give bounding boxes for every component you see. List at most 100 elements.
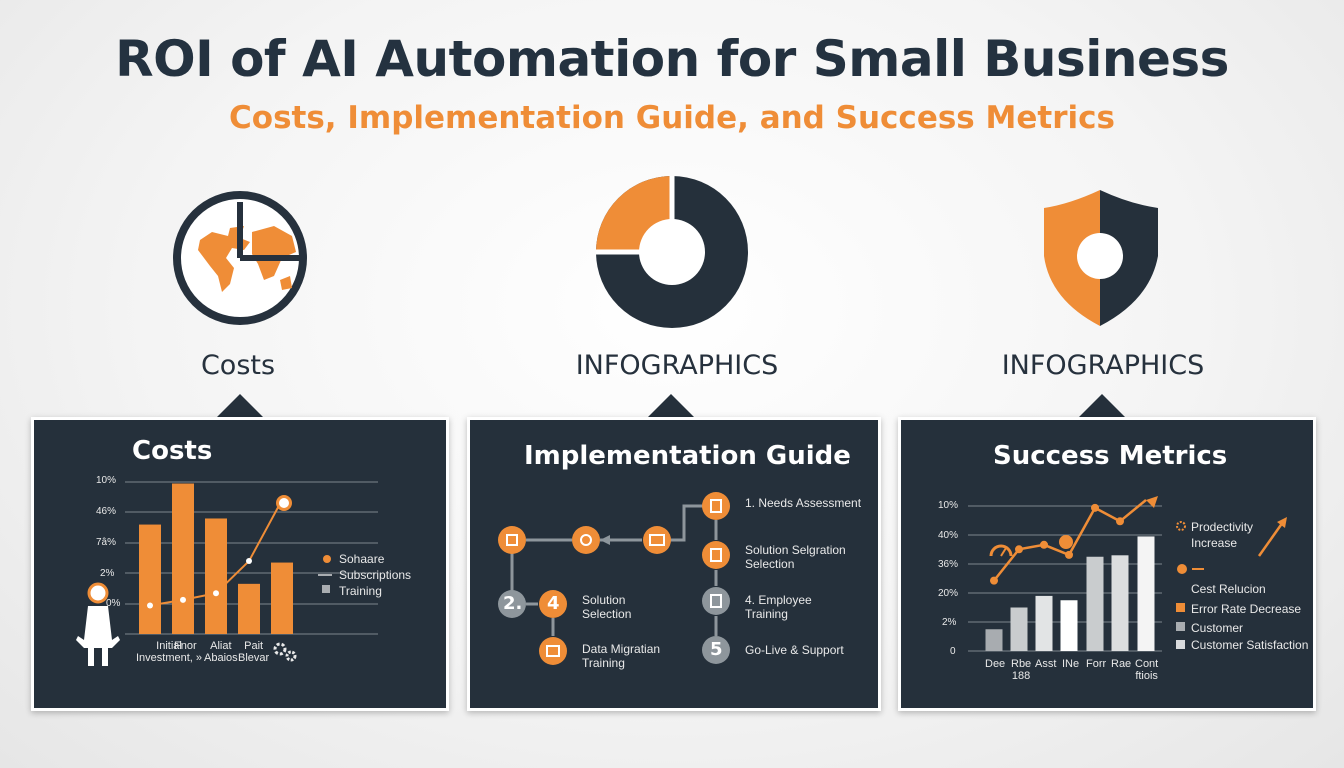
clock-badge-icon [276, 495, 292, 511]
y-tick: 2% [942, 617, 957, 628]
costs-panel-title: Costs [132, 436, 213, 466]
implementation-flow [498, 492, 730, 665]
bar [1060, 600, 1078, 651]
trend-point [1040, 540, 1048, 549]
legend-marker-gear [1176, 521, 1186, 531]
legend-marker-square [322, 585, 330, 593]
legend-label: Training [339, 584, 382, 598]
legend-label: Sohaare [339, 552, 385, 566]
legend-label: Error Rate Decrease [1191, 602, 1302, 616]
x-label: Forr [1086, 658, 1107, 670]
step-number: 2. [503, 593, 523, 614]
bar [1086, 556, 1104, 651]
y-tick: 46% [96, 506, 117, 517]
icon-label-costs: Costs [200, 350, 276, 381]
legend-marker-arrow [318, 574, 332, 576]
legend-marker-dot [323, 555, 331, 563]
gears-icon [273, 642, 297, 662]
trend-arrow-icon [1257, 517, 1287, 557]
step-node [498, 526, 526, 554]
step-label-needs: 1. Needs Assessment [745, 496, 862, 510]
step-number: 4 [547, 593, 560, 614]
trend-point [990, 576, 998, 585]
x-label: INe [1062, 658, 1080, 670]
step-node [702, 492, 730, 520]
x-label: Asst [1035, 658, 1057, 670]
y-tick: 20% [938, 588, 959, 599]
step-node [539, 637, 567, 665]
bar [139, 524, 161, 634]
panel-notch [645, 394, 697, 420]
metrics-panel-title: Success Metrics [993, 441, 1228, 471]
costs-chart [125, 481, 378, 635]
highlight-dot [1059, 535, 1073, 549]
step-node [498, 590, 526, 618]
step-node [702, 587, 730, 615]
y-tick: 7â% [96, 537, 117, 548]
page-title: ROI of AI Automation for Small Business [115, 30, 1229, 88]
trend-point [1015, 545, 1023, 554]
y-tick: 0% [106, 598, 121, 609]
bar [271, 562, 293, 634]
legend-marker-square [1176, 603, 1185, 612]
trend-point [1065, 550, 1073, 559]
legend-label: Customer Satisfaction [1191, 638, 1309, 652]
legend-label: Customer [1191, 621, 1244, 635]
bar [238, 583, 260, 634]
legend-label: Cest Relucion [1191, 582, 1266, 596]
legend-marker-square [1176, 622, 1185, 631]
trend-point [246, 558, 252, 565]
x-label: Fnor [174, 640, 197, 652]
trend-point [147, 602, 153, 609]
y-tick: 2% [100, 568, 115, 579]
bar [1111, 555, 1129, 651]
donut-chart-icon [596, 176, 748, 328]
icon-label-infographics-right: INFOGRAPHICS [1001, 350, 1205, 381]
step-node [702, 541, 730, 569]
legend-marker-dot [1177, 564, 1204, 574]
step-label-golive: Go-Live & Support [745, 643, 844, 657]
page-subtitle: Costs, Implementation Guide, and Success… [229, 100, 1115, 136]
y-tick: 10% [938, 500, 959, 511]
globe-clock-icon [173, 191, 307, 325]
step-node [643, 526, 671, 554]
panel-notch [214, 394, 266, 420]
y-tick: 40% [938, 530, 959, 541]
arrow-head [1146, 496, 1158, 508]
trend-point [1116, 517, 1124, 526]
y-tick: 0 [950, 646, 956, 657]
bar [172, 483, 194, 634]
trend-point [180, 596, 186, 603]
step-number: 5 [710, 639, 723, 660]
costs-panel [31, 417, 449, 711]
implementation-panel-title: Implementation Guide [524, 441, 851, 471]
x-label: Dee [985, 658, 1006, 670]
legend-marker-square [1176, 640, 1185, 649]
bar [205, 518, 227, 634]
gauge-icon [989, 544, 1013, 557]
bar [985, 629, 1003, 651]
bar [1010, 607, 1028, 651]
legend-label: Subscriptions [339, 568, 412, 582]
person-icon [76, 582, 120, 666]
icon-label-infographics-center: INFOGRAPHICS [575, 350, 779, 381]
bar [1137, 536, 1155, 651]
panel-notch [1076, 394, 1128, 420]
step-node [702, 636, 730, 664]
step-node [539, 590, 567, 618]
metrics-chart [968, 496, 1162, 652]
x-label: Rae [1111, 658, 1132, 670]
step-node [572, 526, 600, 554]
trend-point [1091, 503, 1099, 512]
y-tick: 10% [96, 475, 117, 486]
trend-point [213, 590, 219, 597]
